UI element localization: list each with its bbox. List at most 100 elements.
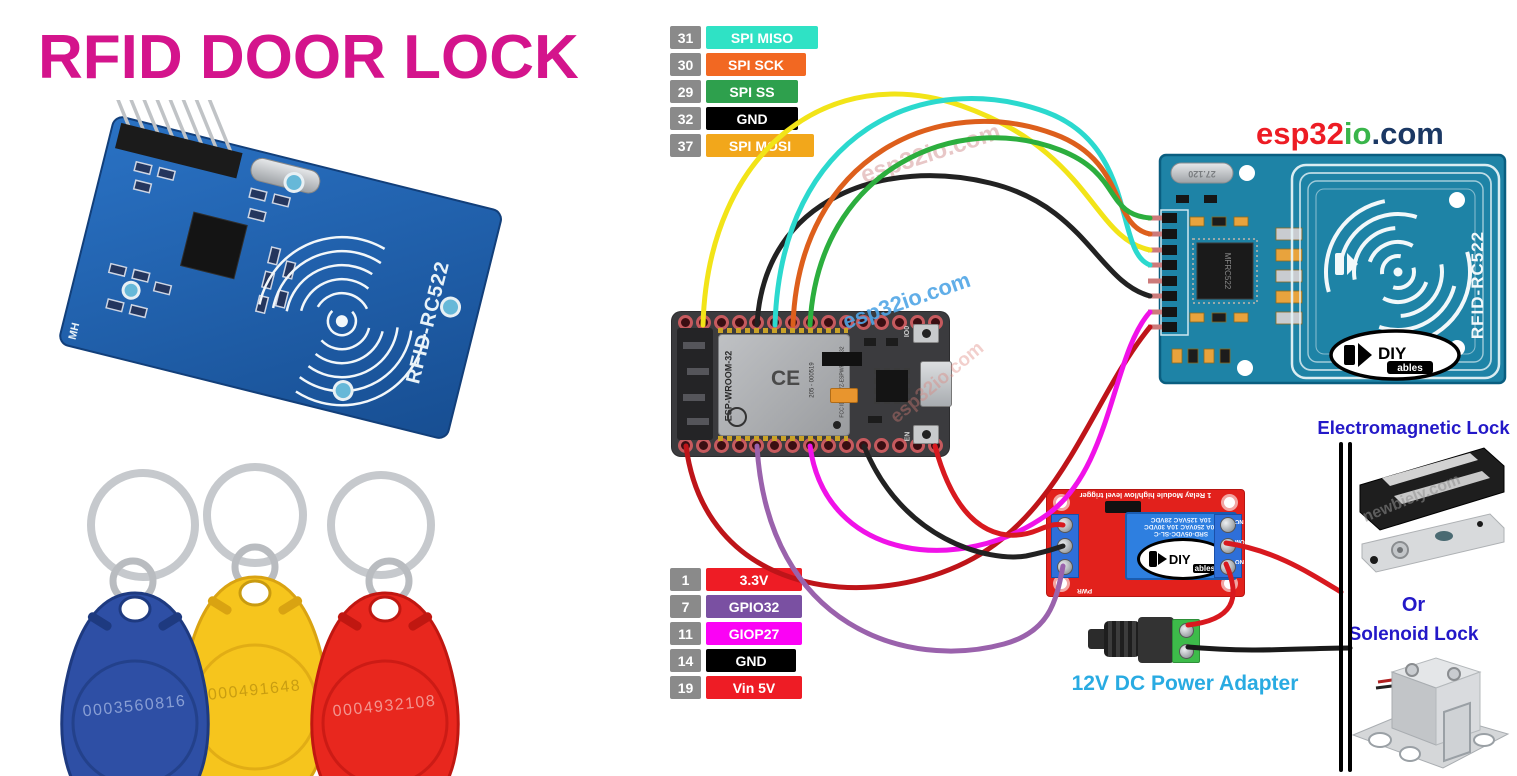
terminal-screw (1178, 644, 1194, 659)
power-pin-legend: 1 3.3V 7 GPIO32 11 GIOP27 14 GND 19 Vin … (670, 568, 802, 699)
header-silkscreen (1160, 209, 1189, 336)
en-button-label: EN (904, 431, 912, 442)
terminal-label-com: COM (1235, 538, 1249, 544)
terminal-screw (1057, 558, 1073, 575)
solenoid-lock-photo (1351, 657, 1510, 769)
pin-label: Vin 5V (706, 676, 802, 699)
pin-number: 1 (670, 568, 701, 591)
esp32-pad-strip-top (718, 328, 848, 333)
pin-label: GND (706, 649, 796, 672)
wire-gnd-relay (861, 443, 1066, 560)
wire-gnd (754, 173, 1153, 328)
esp32-pad-strip-bottom (718, 436, 848, 441)
rfid-module-photo: RFID-RC522 MH (59, 100, 502, 439)
pin-row-ss: 29 SPI SS (670, 80, 818, 103)
io0-button-label: IO0 (903, 325, 911, 338)
rfid-smd-parts (1171, 216, 1303, 364)
rfid-rc522-diagram-board: 27.120 MFRC522 (1148, 153, 1507, 385)
terminal-screw (1057, 517, 1073, 534)
flange-hole (1368, 732, 1392, 748)
smd-cap (1204, 195, 1217, 203)
pin-row-gnd2: 14 GND (670, 649, 802, 672)
pin-label: SPI SCK (706, 53, 806, 76)
wire-vin5v-relay (932, 443, 1066, 538)
terminal-screw (1220, 537, 1236, 554)
rfid-photo-pcb (59, 116, 502, 439)
solenoid-wire-red (1377, 678, 1393, 684)
rfid-header-pins (1148, 213, 1177, 332)
pin-label: SPI SS (706, 80, 798, 103)
terminal-screw (1220, 517, 1236, 534)
rfid-signal-center-dot (1393, 267, 1403, 277)
brand-part-esp32: esp32 (1256, 116, 1344, 151)
pin-row-3v3: 1 3.3V (670, 568, 802, 591)
pin-row-vin5v: 19 Vin 5V (670, 676, 802, 699)
pin-label: SPI MOSI (706, 134, 814, 157)
keyfob-blue: 0003560816 (60, 469, 210, 776)
chip-pins (1192, 238, 1258, 304)
adapter-terminal-block (1172, 619, 1200, 663)
rfid-photo-corner-text: MH (67, 321, 83, 341)
rfid-crystal-text: 27.120 (1188, 169, 1216, 179)
io0-button (913, 324, 939, 343)
pin-row-sck: 30 SPI SCK (670, 53, 818, 76)
solenoid-latch-bolt (1443, 701, 1471, 763)
plate-hole (1435, 531, 1453, 541)
keyfob-yellow: 000491648 (180, 463, 330, 776)
solenoid-wire-black (1375, 684, 1393, 690)
voltage-regulator (822, 352, 862, 366)
diy-silkscreen-mark (1335, 253, 1358, 275)
rfid-photo-header (114, 122, 243, 179)
maglock-label-strip (1394, 471, 1490, 504)
esp32-antenna-zone (677, 328, 713, 440)
pin-number: 19 (670, 676, 701, 699)
flange-hole (1473, 733, 1495, 747)
rfid-photo-header-pins (104, 100, 234, 156)
pin-number: 30 (670, 53, 701, 76)
diyables-logo: DIY ables (1329, 329, 1461, 381)
power-adapter-label: 12V DC Power Adapter (1071, 672, 1299, 695)
pin-label: 3.3V (706, 568, 802, 591)
mfrc522-chip (1196, 242, 1254, 300)
rfid-board-name: RFID-RC522 (1468, 231, 1487, 339)
pin-label: GPIO32 (706, 595, 802, 618)
solenoid-lock-label: Solenoid Lock (1348, 624, 1479, 645)
rfid-photo-antenna-center (335, 315, 348, 328)
flange-hole (1399, 746, 1421, 762)
electromagnetic-lock-label: Electromagnetic Lock (1317, 417, 1510, 438)
brand-logo: esp32io.com (1256, 116, 1444, 152)
terminal-label-nc: NC (1235, 518, 1244, 524)
shield-dot (833, 421, 841, 429)
rfid-photo-smd-parts (105, 160, 297, 319)
terminal-screw (1178, 623, 1194, 638)
pin-number: 32 (670, 107, 701, 130)
diy-text: DIY (1378, 344, 1407, 363)
wire-adapter-to-lock (1185, 644, 1353, 653)
pin-row-mosi: 37 SPI MOSI (670, 134, 818, 157)
relay-title-text: 1 Relay Module high/low level trigger (1079, 491, 1212, 500)
smd-part (868, 416, 882, 423)
relay-pwr-label: PWR (1077, 587, 1093, 594)
pin-row-miso: 31 SPI MISO (670, 26, 818, 49)
rfid-crystal (1170, 162, 1234, 184)
relay-hole (1221, 494, 1238, 511)
pin-row-gnd: 32 GND (670, 107, 818, 130)
pin-number: 7 (670, 595, 701, 618)
pin-number: 11 (670, 622, 701, 645)
brand-part-io: io (1343, 116, 1372, 151)
pin-row-gpio32: 7 GPIO32 (670, 595, 802, 618)
smd-part (886, 338, 898, 346)
ce-mark: CE (771, 367, 801, 390)
pin-label: SPI MISO (706, 26, 818, 49)
relay-input-terminals (1051, 514, 1079, 578)
rfid-photo-antenna-coil (256, 235, 428, 407)
wire-gpio32-relay-in (754, 443, 1066, 654)
en-button (913, 425, 939, 444)
electromagnetic-lock-photo (1359, 447, 1505, 573)
relay-module: 1 Relay Module high/low level trigger SR… (1046, 489, 1249, 597)
solenoid-screw (1405, 663, 1419, 677)
adapter-body (1138, 617, 1174, 663)
plate-screw-center (1397, 547, 1403, 553)
pin-number: 14 (670, 649, 701, 672)
